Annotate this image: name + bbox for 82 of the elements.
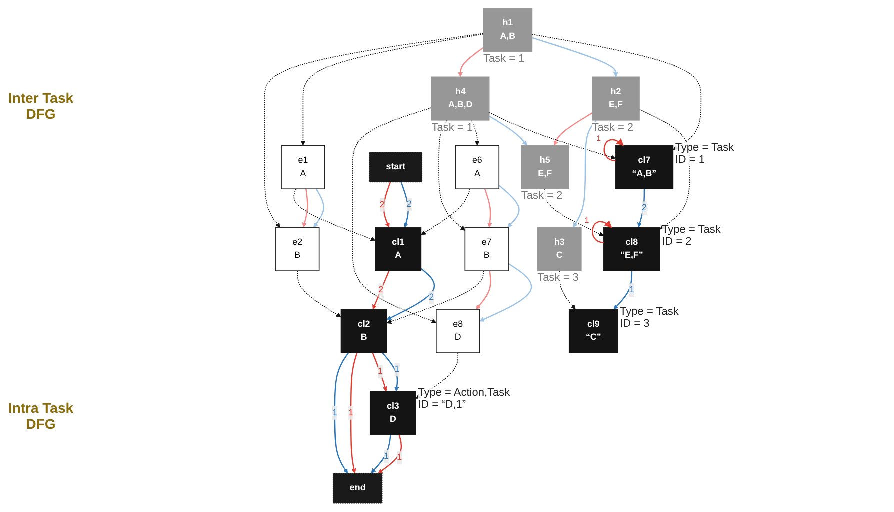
arrow bbox=[592, 220, 612, 244]
node-note: Task = 2 bbox=[592, 122, 634, 134]
edge-label: 1 bbox=[332, 406, 338, 420]
arrow bbox=[386, 270, 484, 324]
arrow bbox=[573, 120, 598, 228]
node-box: start bbox=[369, 152, 423, 183]
edge-label: 1 bbox=[378, 365, 383, 379]
axis-label: Inter Task DFG bbox=[8, 90, 74, 122]
axis-label: Intra Task DFG bbox=[8, 400, 74, 432]
node-note: Task = 1 bbox=[432, 122, 473, 134]
node-box: e2 B bbox=[276, 227, 320, 272]
node-box: cl1 A bbox=[375, 227, 422, 272]
edge-label: 1 bbox=[384, 450, 389, 464]
arrow bbox=[498, 185, 520, 228]
arrow bbox=[297, 270, 342, 318]
node-note: Type = Task bbox=[620, 306, 679, 318]
arrow bbox=[489, 116, 528, 146]
arrow bbox=[489, 112, 616, 160]
node-box: cl8 “E,F” bbox=[604, 227, 660, 272]
arrow bbox=[372, 352, 388, 392]
arrow bbox=[350, 352, 358, 474]
edge-label: 2 bbox=[406, 198, 412, 212]
node-note: Type = Action,Task bbox=[418, 387, 510, 400]
arrow bbox=[352, 108, 437, 324]
arrow bbox=[383, 182, 392, 228]
node-box: end bbox=[332, 473, 383, 504]
node-box: cl3 D bbox=[370, 391, 416, 436]
arrow bbox=[264, 33, 484, 228]
arrow bbox=[334, 352, 350, 474]
node-box: h2 E,F bbox=[592, 76, 640, 121]
edge-label: 1 bbox=[397, 451, 402, 465]
edge-label: 2 bbox=[378, 284, 384, 297]
arrow bbox=[294, 188, 376, 242]
node-box: h1 A,B bbox=[483, 8, 533, 52]
node-box: e7 B bbox=[464, 227, 509, 272]
arrow bbox=[386, 268, 436, 320]
arrow bbox=[300, 34, 484, 146]
node-note: Type = Task bbox=[662, 224, 721, 236]
arrow bbox=[484, 188, 492, 228]
arrow bbox=[604, 138, 624, 162]
node-box: cl9 “C” bbox=[568, 309, 618, 354]
edge-label: 2 bbox=[380, 198, 385, 212]
node-note: ID = 1 bbox=[675, 154, 705, 166]
arrow bbox=[554, 112, 593, 146]
node-box: cl2 B bbox=[340, 309, 388, 354]
node-note: Type = Task bbox=[675, 142, 734, 154]
node-box: h4 A,B,D bbox=[431, 76, 490, 121]
arrow bbox=[480, 263, 532, 322]
arrow bbox=[532, 37, 618, 78]
node-box: h5 E,F bbox=[521, 145, 570, 190]
arrow bbox=[438, 120, 466, 231]
arrow bbox=[314, 188, 325, 228]
node-box: h3 C bbox=[537, 227, 582, 272]
arrow bbox=[382, 352, 400, 392]
arrow bbox=[639, 109, 690, 230]
edge-label: 1 bbox=[394, 363, 400, 377]
node-box: e1 A bbox=[281, 145, 326, 190]
arrow bbox=[476, 270, 492, 310]
edge-label: 1 bbox=[629, 284, 634, 297]
node-note: Task = 1 bbox=[484, 52, 525, 65]
arrow bbox=[614, 271, 633, 310]
edge-label: 2 bbox=[429, 291, 434, 304]
edge-label: 1 bbox=[348, 406, 354, 420]
arrow bbox=[544, 188, 604, 236]
arrow bbox=[400, 182, 409, 228]
arrow bbox=[470, 120, 480, 146]
node-note: ID = 3 bbox=[620, 318, 650, 330]
edge-label: 2 bbox=[642, 202, 647, 216]
node-box: e6 A bbox=[455, 145, 500, 190]
arrow bbox=[532, 34, 702, 150]
node-note: Task = 2 bbox=[521, 190, 563, 202]
arrow bbox=[302, 189, 308, 228]
arrow bbox=[378, 434, 402, 474]
arrow bbox=[559, 270, 576, 310]
node-note: ID = “D,1” bbox=[418, 399, 466, 412]
arrow bbox=[458, 47, 484, 78]
arrow bbox=[421, 188, 471, 236]
node-box: e8 D bbox=[436, 309, 480, 354]
node-note: ID = 2 bbox=[662, 236, 692, 248]
node-note: Task = 3 bbox=[538, 272, 579, 284]
node-box: cl7 “A,B” bbox=[615, 145, 674, 190]
arrow bbox=[371, 434, 392, 474]
